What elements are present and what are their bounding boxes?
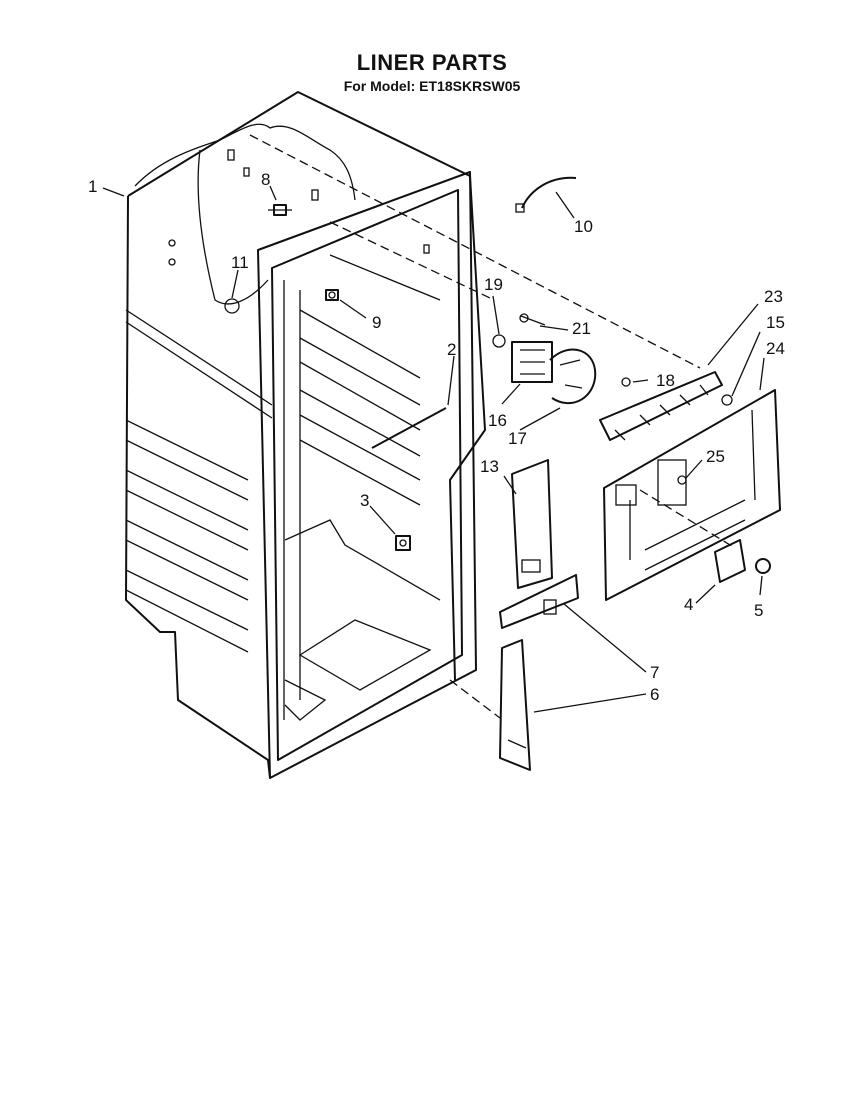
- leader-lines: [102, 185, 765, 713]
- duct-6: [499, 639, 531, 771]
- callout-25: 25: [706, 447, 725, 466]
- control-knob: [755, 558, 771, 574]
- model-subtitle: For Model: ET18SKRSW05: [343, 78, 521, 94]
- callout-6: 6: [650, 685, 659, 704]
- wire-connector: [515, 203, 525, 213]
- light-switch-3: [395, 535, 411, 551]
- callout-7: 7: [650, 663, 659, 682]
- callout-16: 16: [488, 411, 507, 430]
- callout-19: 19: [484, 275, 503, 294]
- evaporator-cover: [599, 371, 781, 601]
- assembly-line: [249, 134, 701, 369]
- screw: [677, 475, 687, 485]
- screw: [621, 377, 631, 387]
- screw: [519, 313, 529, 323]
- callout-23: 23: [764, 287, 783, 306]
- grommet: [492, 334, 506, 348]
- callout-4: 4: [684, 595, 693, 614]
- baffle-7: [499, 574, 579, 629]
- callout-3: 3: [360, 491, 369, 510]
- air-duct-13: [511, 459, 553, 589]
- light-socket-9: [325, 289, 339, 301]
- callout-17: 17: [508, 429, 527, 448]
- callout-24: 24: [766, 339, 785, 358]
- callout-9: 9: [372, 313, 381, 332]
- callout-8: 8: [261, 170, 270, 189]
- control-panel: [714, 539, 746, 583]
- wire-2: [371, 407, 447, 449]
- callout-11: 11: [231, 253, 249, 272]
- callout-21: 21: [572, 319, 591, 338]
- diagram-title: LINER PARTS: [356, 50, 508, 75]
- callout-numbers: 1 8 11 9 2 3 10 19 21 16 17 18 13 23 15 …: [88, 170, 785, 704]
- callout-10: 10: [574, 217, 593, 236]
- callout-5: 5: [754, 601, 763, 620]
- callout-1: 1: [88, 177, 97, 196]
- assembly-line: [449, 679, 501, 719]
- assembly-line: [329, 221, 491, 299]
- callout-18: 18: [656, 371, 675, 390]
- screw: [721, 394, 733, 406]
- wire-harness: [521, 176, 577, 209]
- callout-15: 15: [766, 313, 785, 332]
- assembly-line: [639, 489, 736, 549]
- thermostat-8: [268, 204, 292, 216]
- liner-cabinet: [125, 91, 486, 779]
- callout-13: 13: [480, 457, 499, 476]
- fan-motor-assembly: [492, 313, 597, 405]
- callout-2: 2: [447, 340, 456, 359]
